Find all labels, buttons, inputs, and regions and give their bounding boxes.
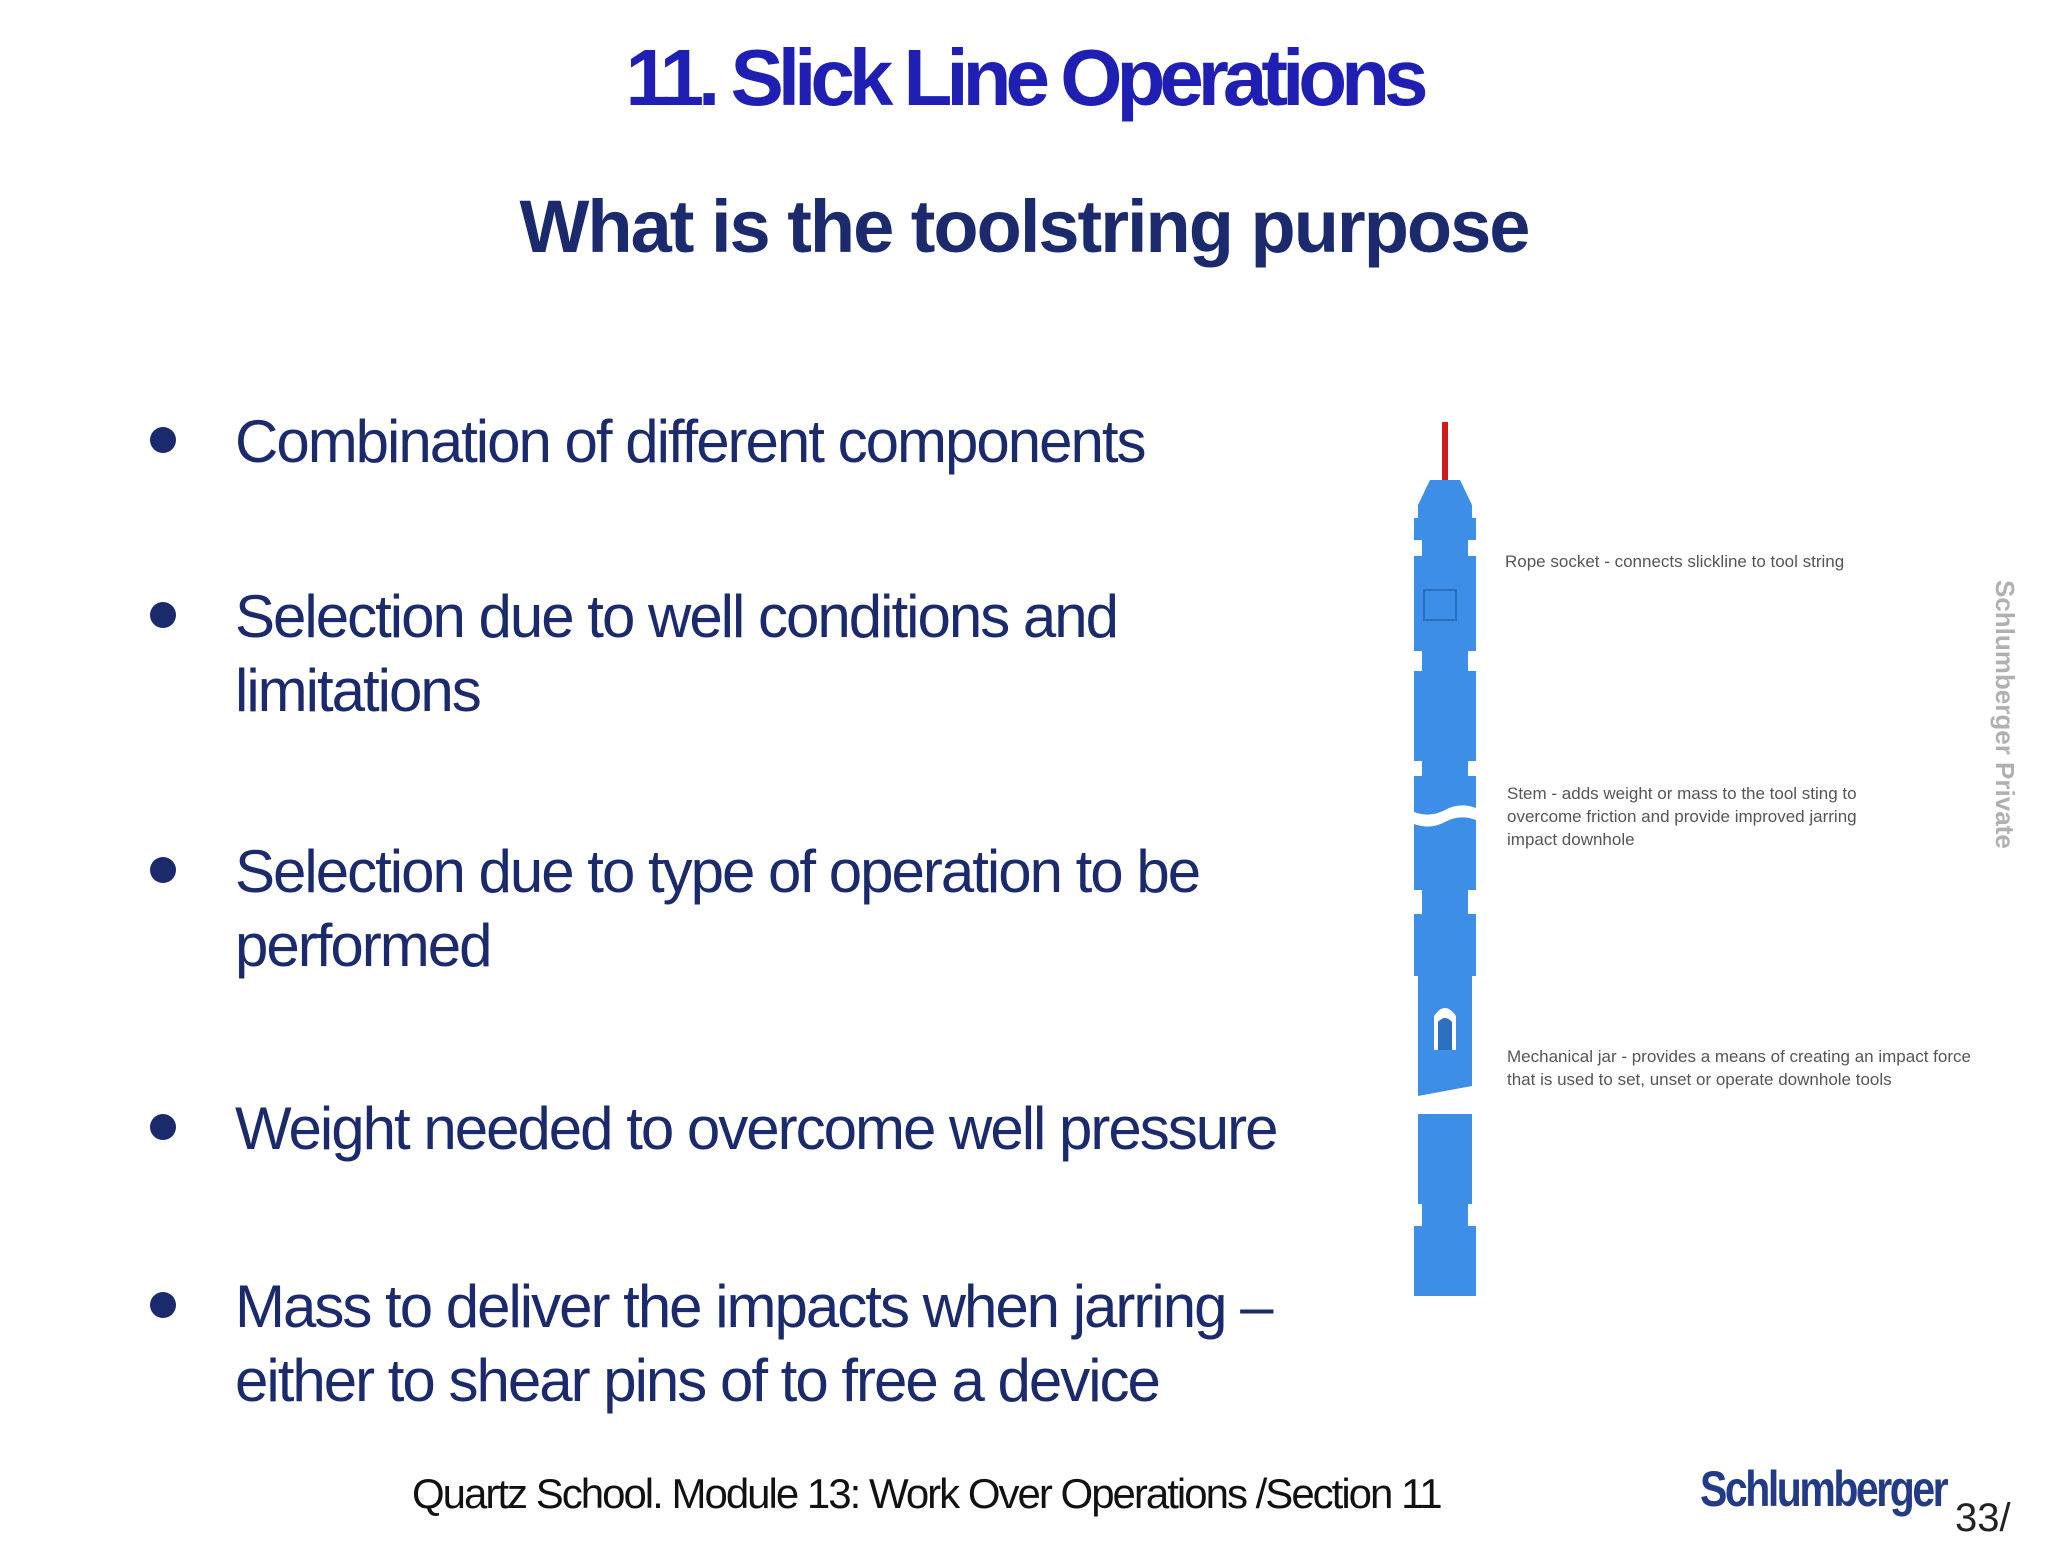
bullet-dot-icon [150, 857, 176, 883]
bullet-dot-icon [150, 427, 176, 453]
mechanical-jar-label: Mechanical jar - provides a means of cre… [1507, 1047, 1971, 1089]
bullet-text: Selection due to well conditions and lim… [235, 583, 1119, 724]
bullet-dot-icon [150, 602, 176, 628]
bullet-dot-icon [150, 1114, 176, 1140]
bullet-text: Mass to deliver the impacts when jarring… [235, 1273, 1274, 1414]
rope-socket-label: Rope socket - connects slickline to tool… [1505, 552, 1845, 571]
confidentiality-label: Schlumberger Private [1990, 580, 2020, 849]
slickline-wire [1442, 422, 1448, 480]
footer-text: Quartz School. Module 13: Work Over Oper… [412, 1470, 1443, 1517]
stem [1414, 671, 1476, 914]
slide-title: 11. Slick Line Operations [625, 33, 1428, 122]
bullet-text: Weight needed to overcome well pressure [235, 1095, 1279, 1162]
stem-label: Stem - adds weight or mass to the tool s… [1507, 784, 1857, 849]
page-number: 33/ [1955, 1496, 2011, 1540]
schlumberger-logo: Schlumberger [1700, 1461, 1949, 1517]
bullet-text: Selection due to type of operation to be… [235, 838, 1201, 979]
toolstring-diagram [1414, 422, 1476, 1296]
rope-socket [1414, 480, 1476, 671]
slide-subtitle: What is the toolstring purpose [519, 185, 1531, 268]
bullet-dot-icon [150, 1292, 176, 1318]
bullet-text: Combination of different components [235, 408, 1146, 475]
mechanical-jar [1414, 914, 1476, 1296]
